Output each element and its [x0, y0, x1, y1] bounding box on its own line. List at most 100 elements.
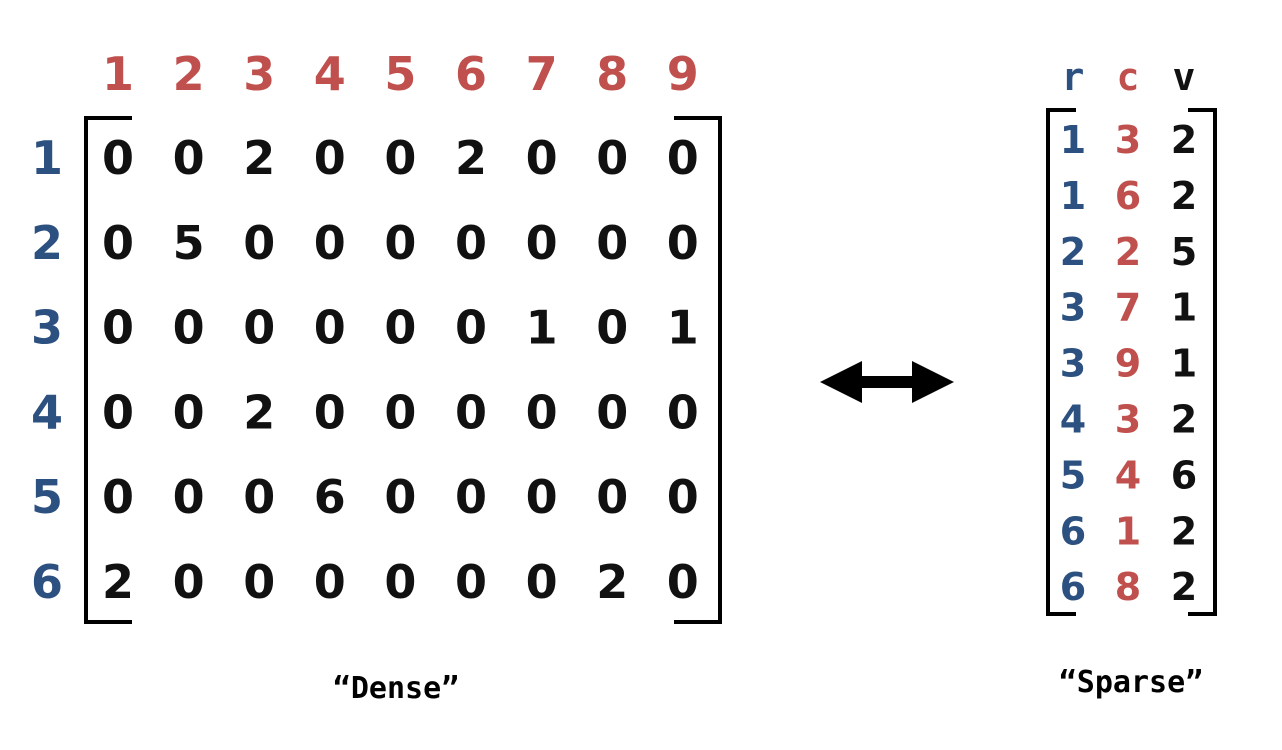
sparse-entry: 3 [1115, 118, 1141, 162]
sparse-entry: 6 [1060, 509, 1086, 553]
dense-cell: 5 [173, 216, 205, 270]
dense-cell: 6 [314, 470, 346, 524]
sparse-entry: 9 [1115, 342, 1141, 386]
dense-cell: 0 [667, 131, 699, 185]
dense-cell: 0 [243, 216, 275, 270]
double-arrow-icon [820, 361, 954, 403]
dense-cell: 0 [314, 301, 346, 355]
dense-cell: 2 [455, 131, 487, 185]
dense-cell: 0 [102, 470, 134, 524]
dense-cell: 0 [384, 555, 416, 609]
dense-row-header: 2 [31, 216, 63, 270]
dense-cell: 0 [667, 385, 699, 439]
dense-cell: 0 [173, 301, 205, 355]
sparse-entry: 6 [1115, 174, 1141, 218]
dense-left-bracket [84, 116, 132, 624]
dense-caption: “Dense” [333, 671, 459, 706]
dense-cell: 0 [667, 555, 699, 609]
dense-column-header: 7 [526, 47, 558, 101]
dense-cell: 0 [102, 385, 134, 439]
sparse-entry: 3 [1060, 342, 1086, 386]
sparse-entry: 2 [1115, 230, 1141, 274]
dense-cell: 0 [526, 385, 558, 439]
sparse-entry: 2 [1171, 398, 1197, 442]
dense-cell: 0 [455, 555, 487, 609]
dense-cell: 0 [526, 555, 558, 609]
dense-cell: 0 [243, 555, 275, 609]
dense-cell: 0 [384, 216, 416, 270]
dense-cell: 0 [526, 131, 558, 185]
dense-cell: 0 [667, 470, 699, 524]
dense-cell: 2 [243, 131, 275, 185]
dense-column-header: 5 [384, 47, 416, 101]
dense-row-header: 4 [31, 385, 63, 439]
dense-column-header: 8 [596, 47, 628, 101]
dense-cell: 0 [243, 301, 275, 355]
dense-cell: 0 [173, 131, 205, 185]
dense-row-header: 3 [31, 301, 63, 355]
dense-cell: 0 [455, 301, 487, 355]
sparse-entry: 2 [1171, 118, 1197, 162]
dense-cell: 2 [102, 555, 134, 609]
sparse-entry: 1 [1060, 118, 1086, 162]
sparse-entry: 1 [1060, 174, 1086, 218]
dense-cell: 1 [526, 301, 558, 355]
sparse-entry: 5 [1171, 230, 1197, 274]
dense-cell: 0 [455, 385, 487, 439]
dense-cell: 0 [314, 555, 346, 609]
dense-cell: 0 [102, 131, 134, 185]
dense-cell: 0 [243, 470, 275, 524]
sparse-entry: 7 [1115, 286, 1141, 330]
dense-cell: 0 [596, 470, 628, 524]
sparse-entry: 4 [1115, 453, 1141, 497]
dense-cell: 0 [173, 555, 205, 609]
dense-cell: 0 [596, 385, 628, 439]
dense-cell: 0 [102, 216, 134, 270]
dense-column-header: 1 [102, 47, 134, 101]
dense-cell: 0 [314, 216, 346, 270]
dense-cell: 2 [243, 385, 275, 439]
sparse-header-v: v [1173, 55, 1196, 99]
dense-row-header: 1 [31, 131, 63, 185]
dense-right-bracket [674, 116, 722, 624]
sparse-header-r: r [1062, 55, 1085, 99]
dense-column-header: 6 [455, 47, 487, 101]
dense-cell: 0 [596, 301, 628, 355]
sparse-entry: 8 [1115, 565, 1141, 609]
dense-cell: 0 [314, 131, 346, 185]
sparse-header-c: c [1117, 55, 1140, 99]
sparse-entry: 5 [1060, 453, 1086, 497]
dense-cell: 0 [455, 216, 487, 270]
dense-cell: 0 [173, 385, 205, 439]
dense-cell: 0 [384, 470, 416, 524]
dense-cell: 0 [173, 470, 205, 524]
dense-row-header: 5 [31, 470, 63, 524]
dense-cell: 0 [667, 216, 699, 270]
sparse-entry: 2 [1171, 174, 1197, 218]
dense-cell: 2 [596, 555, 628, 609]
dense-cell: 0 [384, 131, 416, 185]
sparse-entry: 2 [1060, 230, 1086, 274]
dense-cell: 0 [314, 385, 346, 439]
sparse-entry: 2 [1171, 565, 1197, 609]
dense-cell: 0 [596, 131, 628, 185]
dense-column-header: 9 [667, 47, 699, 101]
sparse-entry: 2 [1171, 509, 1197, 553]
dense-cell: 1 [667, 301, 699, 355]
dense-column-header: 4 [314, 47, 346, 101]
sparse-entry: 4 [1060, 398, 1086, 442]
sparse-entry: 6 [1060, 565, 1086, 609]
sparse-entry: 1 [1171, 286, 1197, 330]
dense-cell: 0 [526, 216, 558, 270]
dense-cell: 0 [384, 385, 416, 439]
dense-cell: 0 [102, 301, 134, 355]
dense-cell: 0 [455, 470, 487, 524]
sparse-entry: 3 [1060, 286, 1086, 330]
